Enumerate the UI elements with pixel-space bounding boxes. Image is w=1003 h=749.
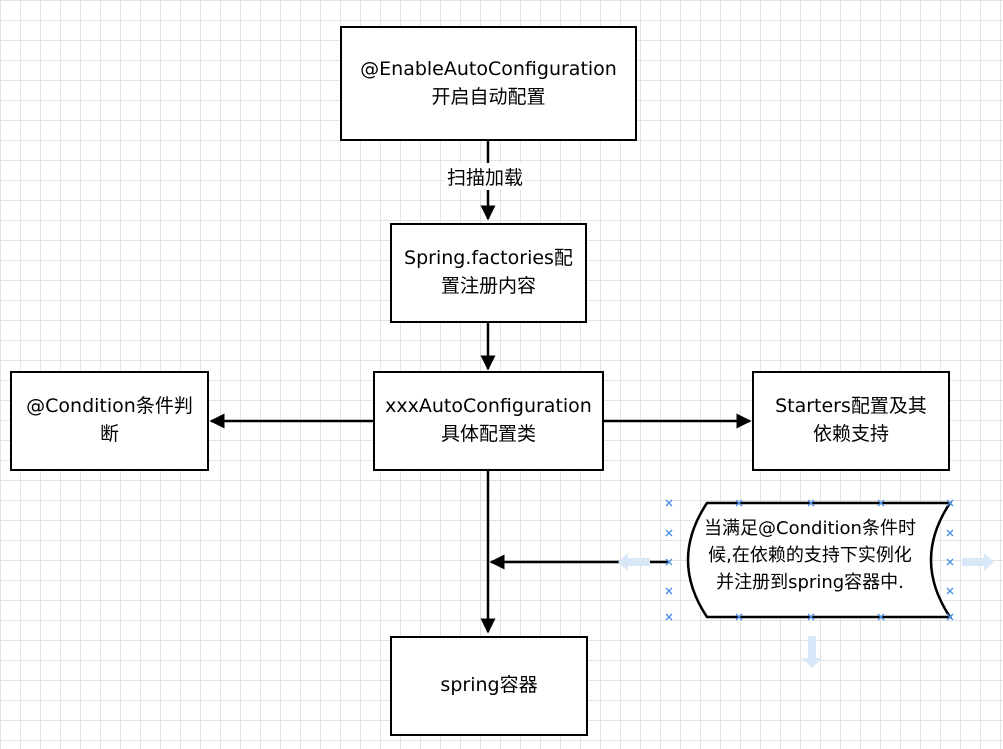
node-text: spring容器: [440, 674, 538, 697]
node-text: 开启自动配置: [431, 85, 546, 108]
connect-arrow-icon[interactable]: [802, 636, 822, 668]
handle-x-icon: [735, 613, 743, 621]
handle-x-icon: [946, 499, 954, 507]
node-text: @Condition条件判: [26, 395, 193, 418]
handle-x-icon: [665, 558, 673, 566]
node-condition[interactable]: @Condition条件判 断: [10, 371, 209, 471]
note-text: 当满足@Condition条件时 候,在依赖的支持下实例化 并注册到spring…: [680, 515, 940, 596]
handle-x-icon: [946, 613, 954, 621]
node-spring-container[interactable]: spring容器: [390, 636, 588, 736]
handle-x-icon: [877, 499, 885, 507]
node-text: 依赖支持: [812, 423, 889, 445]
note-line: 当满足@Condition条件时: [704, 518, 916, 539]
handle-x-icon: [946, 587, 954, 595]
connect-arrow-icon[interactable]: [962, 553, 994, 571]
node-text: 具体配置类: [440, 423, 536, 445]
note-line: 候,在依赖的支持下实例化: [708, 545, 912, 566]
node-enable-auto-configuration[interactable]: @EnableAutoConfiguration 开启自动配置: [340, 26, 637, 141]
node-text: Spring.factories配: [404, 247, 573, 270]
handle-x-icon: [946, 558, 954, 566]
handle-x-icon: [946, 529, 954, 537]
note-line: 并注册到spring容器中.: [716, 572, 904, 593]
handle-x-icon: [877, 613, 885, 621]
node-text: 断: [99, 423, 119, 445]
handle-x-icon: [665, 529, 673, 537]
edge-label-scan: 扫描加载: [445, 163, 526, 190]
handle-x-icon: [807, 613, 815, 621]
handle-x-icon: [665, 587, 673, 595]
node-auto-configuration[interactable]: xxxAutoConfiguration 具体配置类: [373, 371, 604, 471]
node-text: Starters配置及其: [775, 395, 927, 418]
handle-x-icon: [665, 499, 673, 507]
handle-x-icon: [665, 613, 673, 621]
handle-x-icon: [807, 499, 815, 507]
handle-x-icon: [735, 499, 743, 507]
node-text: @EnableAutoConfiguration: [360, 57, 617, 80]
node-text: 置注册内容: [440, 275, 536, 297]
connect-arrow-icon[interactable]: [618, 553, 650, 571]
node-text: xxxAutoConfiguration: [385, 395, 592, 418]
node-starters[interactable]: Starters配置及其 依赖支持: [752, 371, 950, 471]
node-spring-factories[interactable]: Spring.factories配 置注册内容: [390, 223, 587, 323]
selection-handles: [665, 499, 954, 621]
